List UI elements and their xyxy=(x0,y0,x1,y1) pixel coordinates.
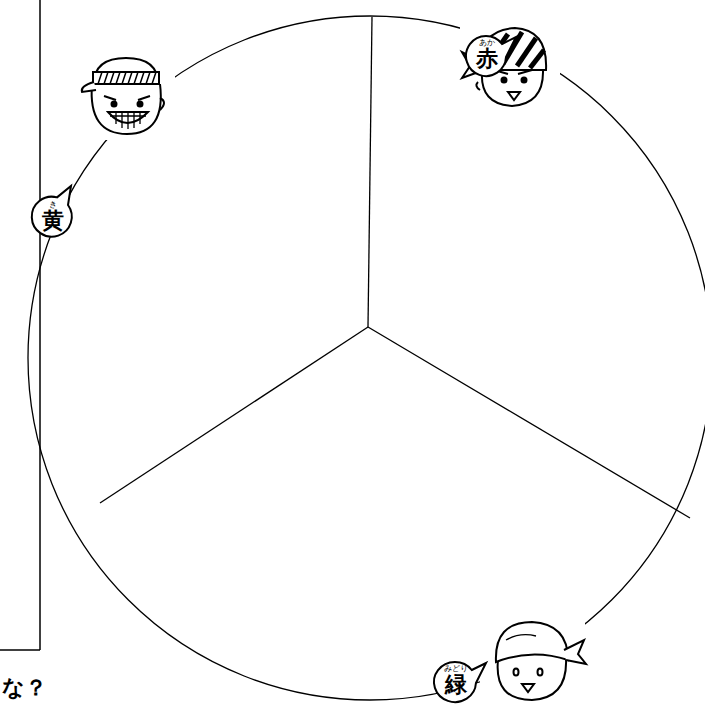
color-kanji: 黄 xyxy=(42,210,64,232)
divider-line xyxy=(368,327,690,518)
divider-line xyxy=(100,327,368,503)
ruby-reading: あか xyxy=(479,39,495,47)
color-kanji: 赤 xyxy=(476,48,498,70)
panel-line xyxy=(0,649,40,651)
divider-line xyxy=(368,17,372,327)
green-face xyxy=(480,618,586,706)
divided-circle xyxy=(28,16,705,700)
red-face xyxy=(460,18,560,113)
panel-line xyxy=(39,0,41,650)
ruby-reading: みどり xyxy=(444,665,468,673)
yellow-face xyxy=(80,55,175,140)
ruby-reading: き xyxy=(49,201,57,209)
question-text: な？ xyxy=(2,676,47,700)
color-kanji: 緑 xyxy=(445,674,467,696)
speech-bubble: き黄 xyxy=(32,196,74,238)
speech-bubble: みどり緑 xyxy=(434,660,478,702)
speech-bubble: あか赤 xyxy=(466,34,508,76)
